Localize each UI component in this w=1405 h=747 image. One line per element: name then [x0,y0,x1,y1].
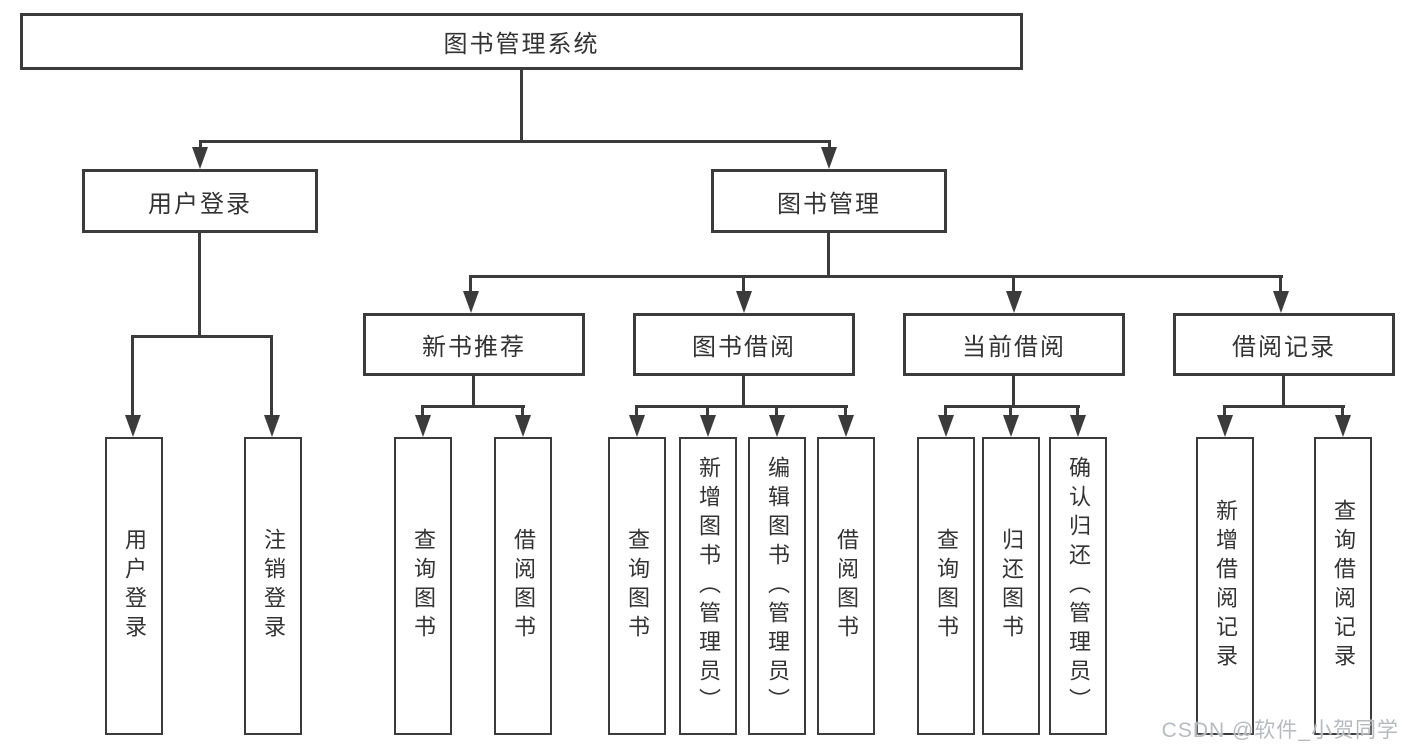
node-book-borrow: 图书借阅 [633,313,855,376]
node-user-login: 用户登录 [82,169,318,233]
connector-current-borrow-bar [944,405,1080,408]
node-book-management: 图书管理 [711,169,947,233]
arrow-down-icon [736,291,752,313]
arrow-down-icon [1070,415,1086,437]
leaf-query-books-borrow: 查询图书 [608,437,666,735]
connector-drop-book-borrow [742,275,745,293]
arrow-down-icon [415,415,431,437]
connector-book-borrow-stem [742,376,745,405]
arrow-down-icon [1335,415,1351,437]
connector-drop-leaf-user-login [131,335,134,417]
connector-drop-user-login [199,140,202,150]
arrow-down-icon [1003,415,1019,437]
connector-drop-leaf-logout [270,335,273,417]
connector-user-login-bar [131,335,273,338]
leaf-confirm-return-admin: 确认归还（管理员） [1049,437,1107,735]
arrow-down-icon [700,415,716,437]
connector-book-borrow-bar [635,405,848,408]
connector-drop [635,405,638,417]
connector-drop-borrow-records [1279,275,1282,293]
connector-drop-new-book [469,275,472,293]
connector-book-management-stem [827,233,830,275]
leaf-query-books-current: 查询图书 [917,437,975,735]
connector-drop-current-borrow [1012,275,1015,293]
arrow-down-icon [1273,291,1289,313]
arrow-down-icon [838,415,854,437]
connector-drop [844,405,847,417]
leaf-borrow-books: 借阅图书 [817,437,875,735]
connector-drop [1341,405,1344,417]
leaf-query-books-recommend: 查询图书 [394,437,452,735]
node-root: 图书管理系统 [20,13,1023,70]
connector-root-stem [520,70,523,140]
node-new-book-recommend: 新书推荐 [363,313,585,376]
arrow-down-icon [1006,291,1022,313]
connector-drop-book-management [828,140,831,150]
arrow-down-icon [629,415,645,437]
leaf-add-borrow-record: 新增借阅记录 [1196,437,1254,735]
leaf-return-books: 归还图书 [982,437,1040,735]
arrow-down-icon [938,415,954,437]
arrow-down-icon [192,147,208,169]
watermark: CSDN @软件_小贺同学 [1161,719,1399,742]
connector-drop [1223,405,1226,417]
arrow-down-icon [821,147,837,169]
leaf-query-borrow-record: 查询借阅记录 [1314,437,1372,735]
node-borrow-records: 借阅记录 [1173,313,1395,376]
arrow-down-icon [125,415,141,437]
connector-drop [706,405,709,417]
connector-new-book-stem [472,376,475,405]
arrow-down-icon [264,415,280,437]
connector-borrow-records-bar [1223,405,1345,408]
connector-book-management-bar [469,275,1283,278]
connector-drop [775,405,778,417]
connector-user-login-stem [198,233,201,335]
arrow-down-icon [1217,415,1233,437]
node-current-borrow: 当前借阅 [903,313,1125,376]
connector-new-book-bar [421,405,525,408]
connector-drop [521,405,524,417]
leaf-edit-book-admin: 编辑图书（管理员） [748,437,806,735]
arrow-down-icon [515,415,531,437]
connector-drop [944,405,947,417]
connector-drop [1009,405,1012,417]
leaf-add-book-admin: 新增图书（管理员） [679,437,737,735]
connector-drop [421,405,424,417]
leaf-borrow-books-recommend: 借阅图书 [494,437,552,735]
leaf-user-login: 用户登录 [105,437,163,735]
arrow-down-icon [769,415,785,437]
connector-current-borrow-stem [1012,376,1015,405]
connector-root-bar [199,140,831,143]
connector-drop [1076,405,1079,417]
arrow-down-icon [463,291,479,313]
connector-borrow-records-stem [1282,376,1285,405]
leaf-logout: 注销登录 [244,437,302,735]
